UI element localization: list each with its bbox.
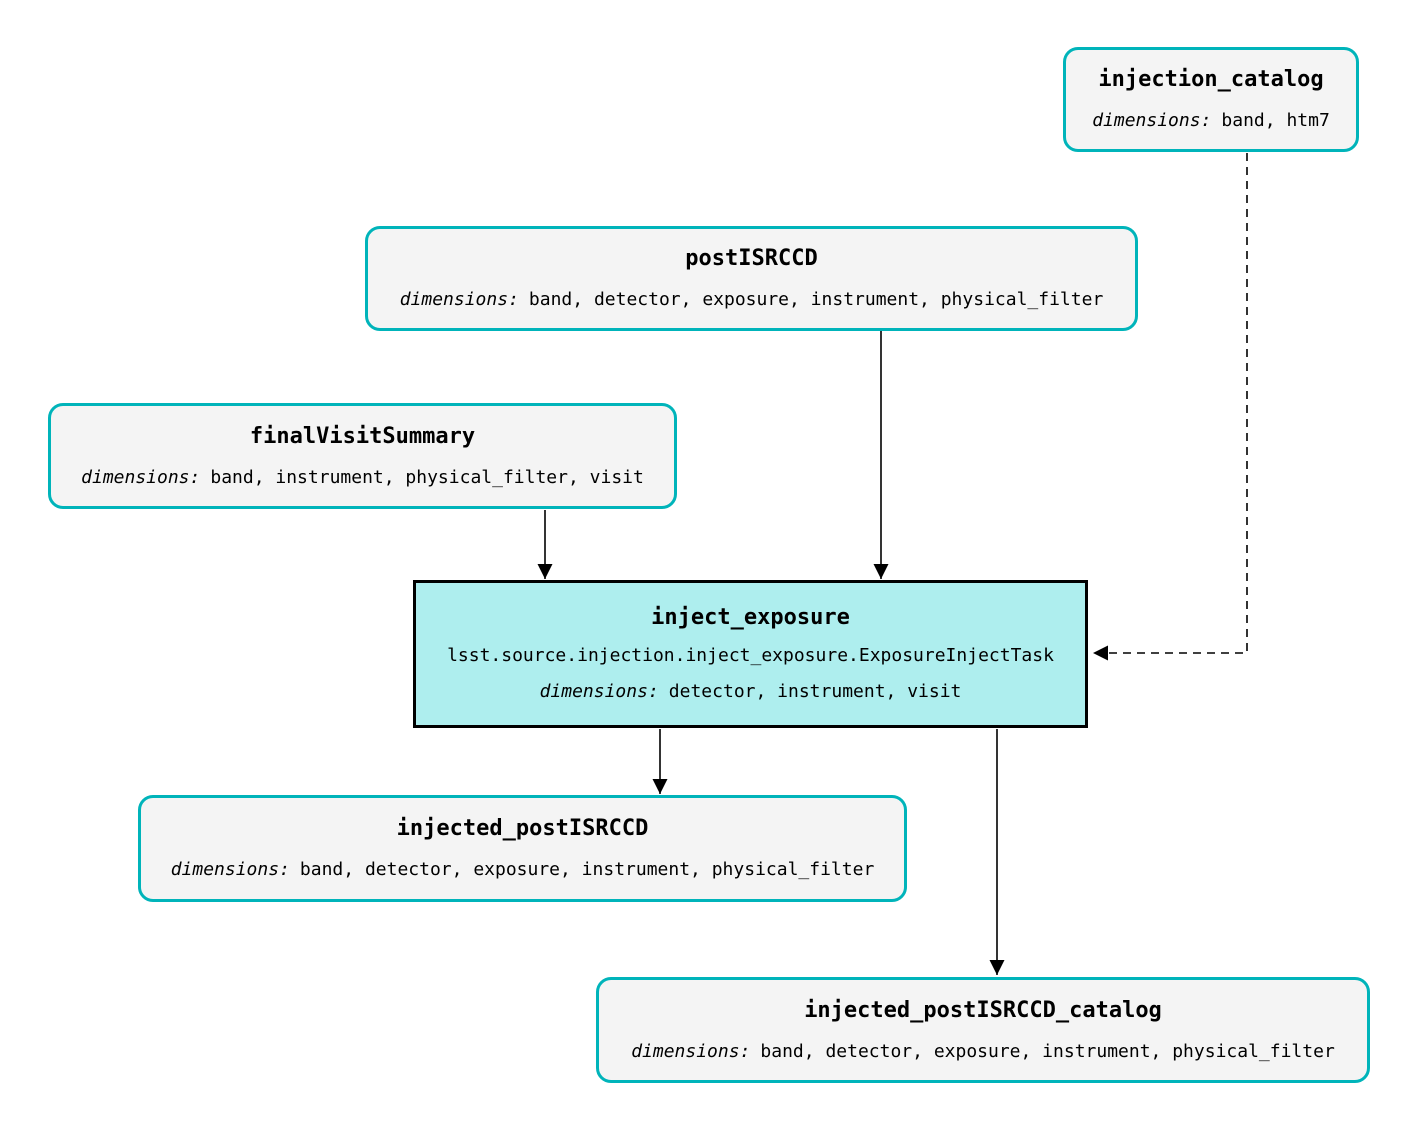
dimensions-label: dimensions: xyxy=(399,289,519,310)
node-title: inject_exposure xyxy=(651,605,850,630)
dimensions-value: band, detector, exposure, instrument, ph… xyxy=(528,289,1104,310)
dimensions-label: dimensions: xyxy=(631,1040,751,1062)
dimensions-value: detector, instrument, visit xyxy=(668,681,962,702)
task-node-inject-exposure: inject_exposure lsst.source.injection.in… xyxy=(413,580,1088,728)
node-dimensions: dimensions: band, detector, exposure, ins… xyxy=(171,861,875,879)
dimensions-value: band, htm7 xyxy=(1221,110,1330,131)
dimensions-label: dimensions: xyxy=(1092,110,1212,131)
node-dimensions: dimensions: band, detector, exposure, ins… xyxy=(400,291,1104,309)
node-title: postISRCCD xyxy=(685,246,818,271)
edge-injection-catalog-to-inject-exposure xyxy=(1093,153,1248,661)
dimensions-value: band, instrument, physical_filter, visit xyxy=(210,466,644,488)
dataset-node-postisrccd: postISRCCD dimensions: band, detector, ex… xyxy=(365,226,1138,331)
node-title: injection_catalog xyxy=(1098,67,1324,92)
dimensions-label: dimensions: xyxy=(170,859,290,880)
dataset-node-injected-postisrccd: injected_postISRCCD dimensions: band, det… xyxy=(138,795,907,902)
task-class-path: lsst.source.injection.inject_exposure.Ex… xyxy=(447,645,1054,666)
dataset-node-injection-catalog: injection_catalog dimensions: band, htm7 xyxy=(1063,47,1359,152)
node-dimensions: dimensions: band, instrument, physical_fi… xyxy=(81,466,644,488)
dataset-node-injected-postisrccd-catalog: injected_postISRCCD_catalog dimensions: b… xyxy=(596,977,1370,1083)
node-dimensions: dimensions: band, htm7 xyxy=(1092,112,1330,130)
dataset-node-finalvisitsummary: finalVisitSummary dimensions: band, instr… xyxy=(48,403,677,509)
node-title: finalVisitSummary xyxy=(249,423,476,449)
dimensions-value: band, detector, exposure, instrument, ph… xyxy=(760,1040,1335,1062)
dimensions-value: band, detector, exposure, instrument, ph… xyxy=(299,859,875,880)
dimensions-label: dimensions: xyxy=(539,681,659,702)
node-title: injected_postISRCCD xyxy=(396,816,649,841)
node-dimensions: dimensions: detector, instrument, visit xyxy=(540,683,962,701)
node-title: injected_postISRCCD_catalog xyxy=(804,997,1162,1023)
dimensions-label: dimensions: xyxy=(81,466,201,488)
node-dimensions: dimensions: band, detector, exposure, ins… xyxy=(631,1040,1335,1062)
